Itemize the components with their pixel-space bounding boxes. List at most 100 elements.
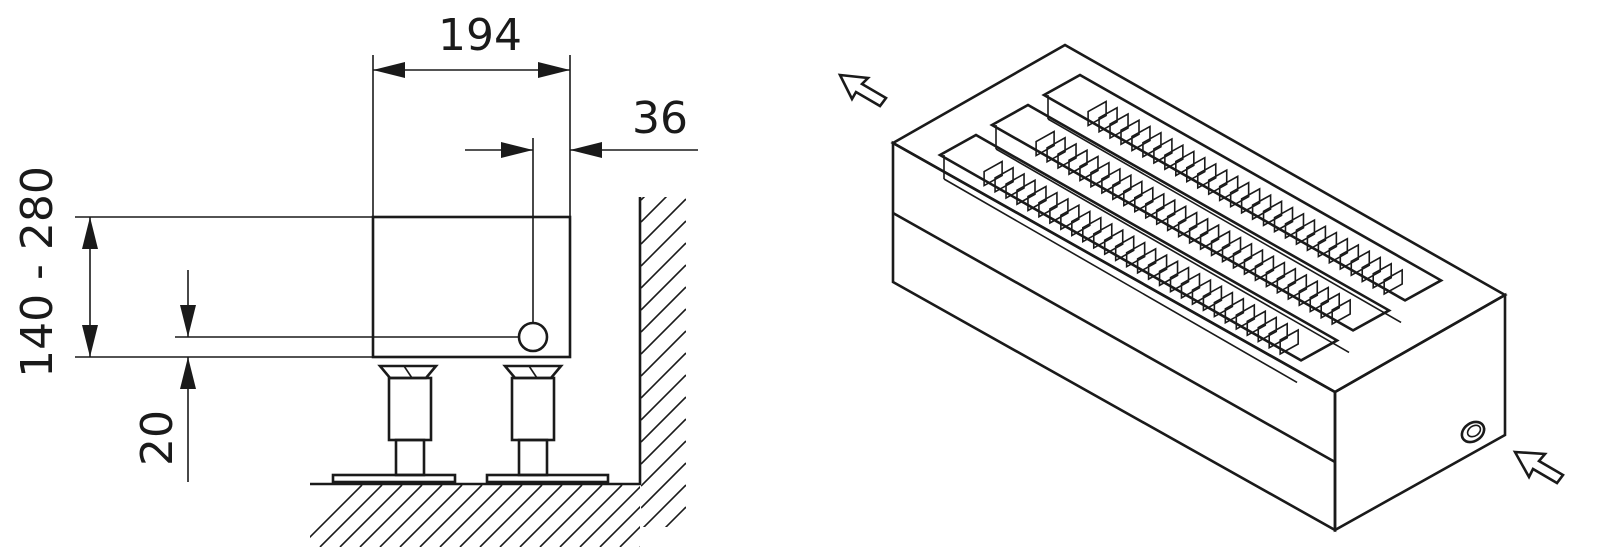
floor-hatching xyxy=(310,485,722,547)
grille-fin xyxy=(1202,284,1223,312)
grille-fin xyxy=(1101,167,1121,195)
hatch-line xyxy=(619,525,640,547)
grille-fin xyxy=(1158,260,1179,287)
hatch-line xyxy=(359,485,423,547)
grille-fin xyxy=(1328,237,1349,265)
grille-fin xyxy=(1120,118,1140,146)
grille-fin xyxy=(1060,203,1080,231)
grille-fin xyxy=(1147,253,1168,281)
grille-fin xyxy=(1320,292,1341,320)
height-dimension: 140 - 280 xyxy=(12,166,373,378)
hatch-line xyxy=(641,198,686,245)
foot-right xyxy=(485,364,610,484)
hatch-line xyxy=(641,264,686,311)
hatch-line xyxy=(641,396,686,443)
hatch-line xyxy=(660,485,722,547)
grille-fin xyxy=(1350,249,1371,277)
grille-fin xyxy=(1057,142,1077,170)
hatch-line xyxy=(641,440,686,487)
air-inlet-arrow-icon xyxy=(1512,450,1565,485)
hatch-line xyxy=(579,485,640,547)
grille-fin xyxy=(1103,228,1124,256)
grille-fin xyxy=(1068,148,1088,176)
pipe-height-dimension: 20 xyxy=(132,270,519,482)
grille-fin xyxy=(1276,267,1297,295)
grille-fin xyxy=(1221,236,1242,263)
hatch-line xyxy=(641,197,646,201)
grille-fin xyxy=(1035,130,1055,157)
grille-fin xyxy=(1306,224,1327,252)
grille-fin xyxy=(1246,309,1267,337)
grille-fin xyxy=(1235,303,1256,331)
grille-fin xyxy=(1240,187,1261,215)
end-face xyxy=(1333,292,1507,533)
grille-fin xyxy=(1114,235,1135,262)
hatch-line xyxy=(641,286,686,333)
offset-dimension: 36 xyxy=(465,93,698,323)
grille-fin xyxy=(1079,155,1099,182)
grille-fin xyxy=(1191,278,1212,306)
hatch-line xyxy=(539,485,603,547)
grille-fin xyxy=(1177,211,1198,239)
grille-fin xyxy=(1251,193,1272,221)
grille-fin xyxy=(1131,125,1151,152)
isometric-view xyxy=(837,43,1565,533)
grille-fin xyxy=(1279,328,1299,356)
grille-fin xyxy=(1298,279,1319,307)
grille-fin xyxy=(1218,175,1239,202)
grille-fin xyxy=(1229,181,1250,209)
pipe-height-label: 20 xyxy=(132,410,183,466)
grille-fin xyxy=(1254,254,1275,282)
foot-left xyxy=(331,364,457,484)
pipe-connection xyxy=(517,321,549,353)
hatch-line xyxy=(399,485,463,547)
grille-fin xyxy=(1087,100,1107,127)
grille-fin xyxy=(1224,297,1245,325)
grille-fin xyxy=(1188,217,1209,245)
hatch-line xyxy=(641,220,686,267)
grille-fin xyxy=(1175,150,1195,177)
grille-slot xyxy=(937,133,1340,384)
grille-fin xyxy=(1257,316,1278,343)
grille-fin xyxy=(1317,231,1338,258)
hatch-line xyxy=(641,197,668,223)
hatch-line xyxy=(599,505,640,547)
grille-fin xyxy=(1273,206,1294,233)
convector-body-side xyxy=(371,215,572,359)
grille-fin xyxy=(1210,230,1231,257)
grille-fin xyxy=(1232,242,1253,270)
grille-fin xyxy=(1169,266,1190,293)
grille-fin xyxy=(1166,205,1187,232)
grille-fin xyxy=(1213,291,1234,318)
grille-fin xyxy=(1207,168,1228,196)
grille-fin xyxy=(1144,192,1165,220)
front-seam xyxy=(892,211,1336,464)
grille-fin xyxy=(1153,137,1173,165)
hatch-line xyxy=(459,485,523,547)
grille-fin xyxy=(1331,298,1351,326)
hatch-line xyxy=(479,485,543,547)
width-label: 194 xyxy=(438,10,522,61)
hatch-line xyxy=(639,545,640,547)
air-outlet-arrow-icon xyxy=(837,73,888,108)
hatch-line xyxy=(641,352,686,399)
hatch-line xyxy=(641,418,686,465)
side-view: 194 36 140 - 280 xyxy=(12,10,722,547)
hatch-line xyxy=(379,485,443,547)
grille-fin xyxy=(1123,180,1143,207)
grille-fin xyxy=(1090,161,1110,189)
grille-fin xyxy=(1196,162,1217,190)
top-face xyxy=(890,43,1508,394)
hatch-line xyxy=(559,485,623,547)
grille-fin xyxy=(1109,112,1129,140)
grille-fin xyxy=(1071,210,1091,237)
grille-fin xyxy=(1155,198,1176,226)
grille-fin xyxy=(1262,200,1283,227)
grille-fin xyxy=(983,160,1003,187)
grille-slots xyxy=(937,73,1444,384)
wall-hatching xyxy=(641,197,686,527)
grille-fin xyxy=(1136,247,1157,275)
grille-fin xyxy=(1383,268,1403,296)
grille-fin xyxy=(1046,136,1066,164)
